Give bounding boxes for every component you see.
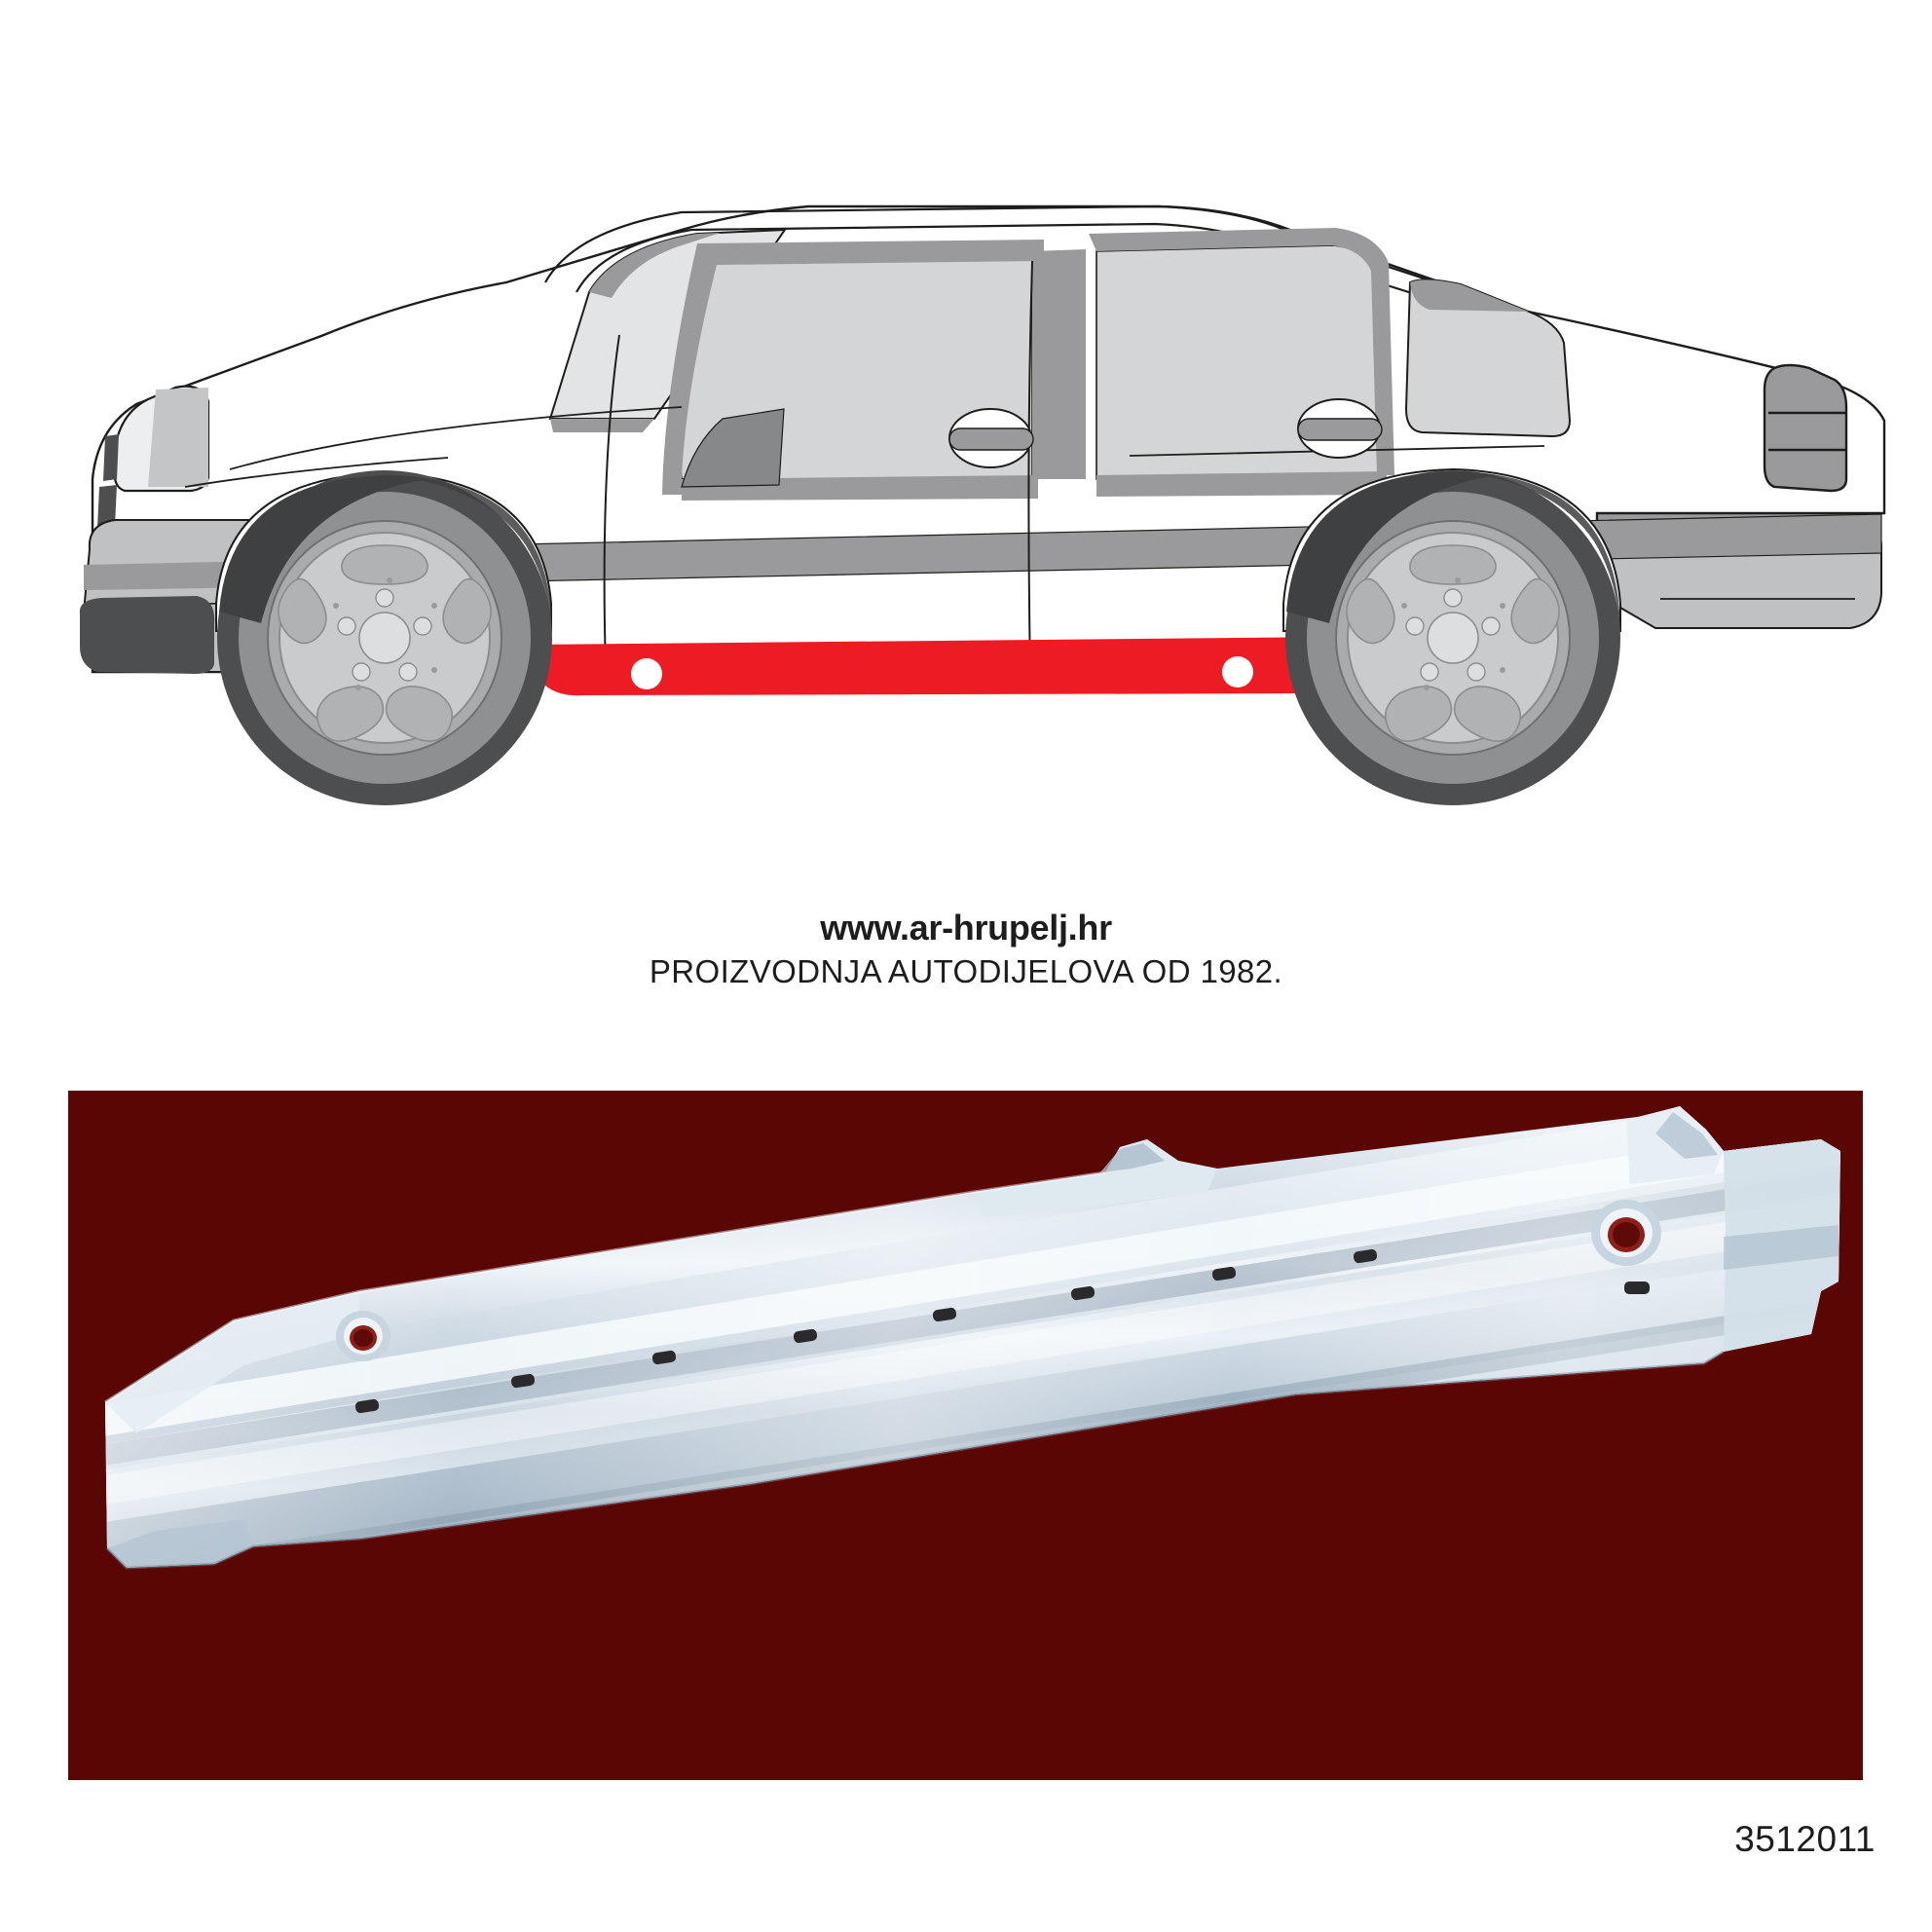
- rear-door-handle: [1297, 398, 1383, 459]
- door-shut-lines: [603, 260, 1033, 673]
- b-pillar: [1032, 249, 1086, 479]
- part-number-label: 3512011: [1734, 1819, 1876, 1859]
- wheel-spokes: [278, 544, 492, 742]
- branding-block: www.ar-hrupelj.hr PROIZVODNJA AUTODIJELO…: [0, 906, 1932, 993]
- wheel-bolt-dots: [333, 577, 437, 690]
- front-door-handle: [948, 408, 1034, 468]
- product-photo-panel: [68, 1091, 1863, 1780]
- rocker-panel-highlight: [533, 637, 1339, 696]
- lug-nuts: [337, 588, 432, 682]
- lug-nuts: [1405, 588, 1501, 682]
- wheel-bolt-dots: [1401, 577, 1505, 690]
- front-wheel: [215, 470, 552, 805]
- drain-slots: [354, 1248, 1650, 1414]
- car-side-view-illustration: [0, 0, 1932, 876]
- company-tagline: PROIZVODNJA AUTODIJELOVA OD 1982.: [649, 953, 1283, 989]
- wheel-arch-liners: [219, 471, 1619, 623]
- tail-light: [1763, 363, 1848, 493]
- grommet-hole-left: [336, 1311, 390, 1361]
- front-door-window: [662, 240, 1044, 501]
- rear-wheel: [1282, 467, 1621, 805]
- rear-quarter-window: [1404, 279, 1572, 438]
- grommet-hole-right: [1591, 1200, 1661, 1266]
- headlight: [113, 385, 210, 493]
- company-website-url: www.ar-hrupelj.hr: [820, 908, 1112, 947]
- wheel-spokes: [1346, 544, 1560, 742]
